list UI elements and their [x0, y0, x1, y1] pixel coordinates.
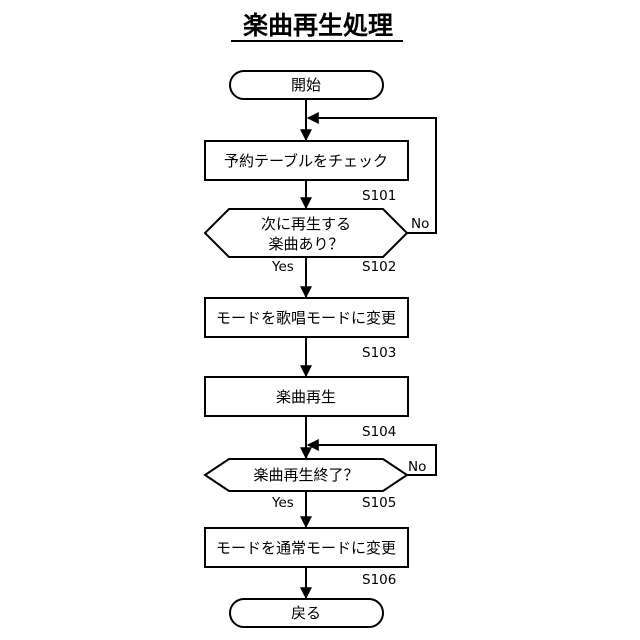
branch-no-1: No — [411, 216, 429, 232]
step-s101: S101 — [362, 188, 396, 204]
has-next-label-line2: 楽曲あり？ — [268, 235, 343, 253]
step-s104: S104 — [362, 424, 396, 440]
branch-yes-2: Yes — [271, 495, 294, 511]
step-s106: S106 — [362, 572, 396, 588]
step-s102: S102 — [362, 259, 396, 275]
mode-singing-label: モードを歌唱モードに変更 — [216, 309, 396, 327]
has-next-label-line1: 次に再生する — [261, 215, 351, 233]
play-done-label: 楽曲再生終了？ — [253, 466, 358, 484]
step-s103: S103 — [362, 345, 396, 361]
page-title: 楽曲再生処理 — [243, 11, 393, 40]
branch-no-2: No — [408, 459, 426, 475]
branch-yes-1: Yes — [271, 259, 294, 275]
play-label: 楽曲再生 — [276, 388, 336, 406]
step-s105: S105 — [362, 495, 396, 511]
check-table-label: 予約テーブルをチェック — [224, 152, 388, 170]
start-label: 開始 — [291, 76, 321, 94]
mode-normal-label: モードを通常モードに変更 — [216, 539, 396, 557]
return-label: 戻る — [291, 604, 321, 622]
